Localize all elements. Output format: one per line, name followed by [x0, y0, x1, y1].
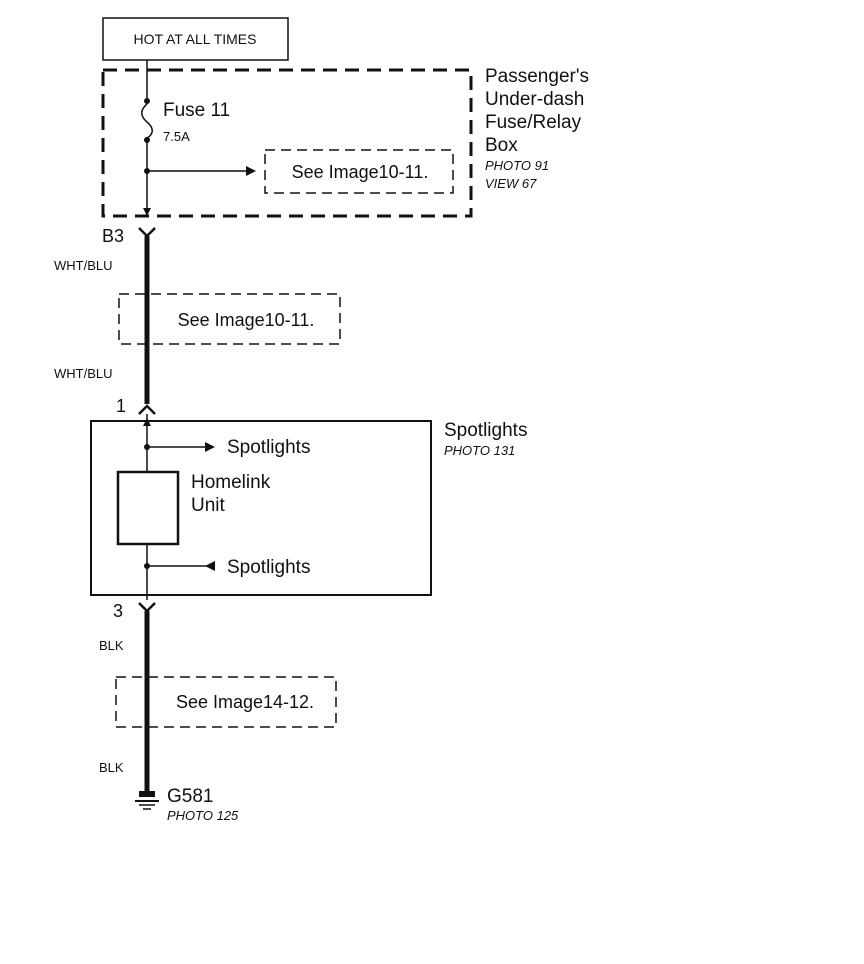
fuse-symbol — [141, 103, 153, 139]
spotlights-box-name: Spotlights — [444, 420, 527, 441]
pin-1-label: 1 — [116, 396, 126, 416]
connector-b3-symbol — [138, 227, 156, 238]
upper-reference: See Image10-11. — [178, 310, 315, 330]
fuse-rating: 7.5A — [163, 129, 190, 144]
homelink-unit-line-2: Unit — [191, 495, 226, 516]
power-source-label: HOT AT ALL TIMES — [134, 31, 257, 47]
ground-name: G581 — [167, 786, 213, 807]
pin-3-label: 3 — [113, 601, 123, 621]
fuse-box-wire-arrow — [143, 208, 151, 216]
homelink-unit-box — [116, 470, 180, 546]
spotlights-output-arrow — [205, 442, 215, 452]
fuse-box-name-line-4: Box — [485, 135, 518, 156]
ground-photo: PHOTO 125 — [167, 808, 239, 823]
wire-color-lower-1: BLK — [99, 638, 124, 653]
spotlights-input-arrow — [205, 561, 215, 571]
ground-symbol-body — [139, 791, 155, 797]
lower-reference: See Image14-12. — [176, 692, 314, 712]
pin-3-symbol — [138, 602, 156, 613]
fuse-box-branch-arrow — [246, 166, 256, 176]
spotlights-output-label: Spotlights — [227, 437, 310, 458]
fuse-box-reference: See Image10-11. — [292, 162, 429, 182]
spotlights-box — [90, 420, 432, 596]
spotlights-entry-arrow — [143, 418, 151, 426]
fuse-box-name-line-3: Fuse/Relay — [485, 112, 582, 133]
fuse-terminal-top — [144, 98, 150, 104]
fuse-box-name-line-1: Passenger's — [485, 66, 589, 87]
wire-color-upper-1: WHT/BLU — [54, 258, 113, 273]
connector-b3-label: B3 — [102, 226, 124, 246]
fuse-relay-box — [101, 68, 473, 218]
spotlights-box-photo: PHOTO 131 — [444, 443, 515, 458]
wire-color-upper-2: WHT/BLU — [54, 366, 113, 381]
upper-reference-box — [118, 293, 341, 345]
fuse-box-view: VIEW 67 — [485, 176, 537, 191]
spotlights-input-label: Spotlights — [227, 557, 310, 578]
fuse-box-photo: PHOTO 91 — [485, 158, 549, 173]
fuse-box-name-line-2: Under-dash — [485, 89, 584, 110]
pin-1-symbol — [138, 404, 156, 415]
fuse-box-reference-box — [264, 149, 454, 194]
fuse-name: Fuse 11 — [163, 100, 230, 121]
lower-reference-box — [115, 676, 337, 728]
wire-color-lower-2: BLK — [99, 760, 124, 775]
power-source-box — [102, 17, 289, 61]
homelink-unit-line-1: Homelink — [191, 472, 271, 493]
